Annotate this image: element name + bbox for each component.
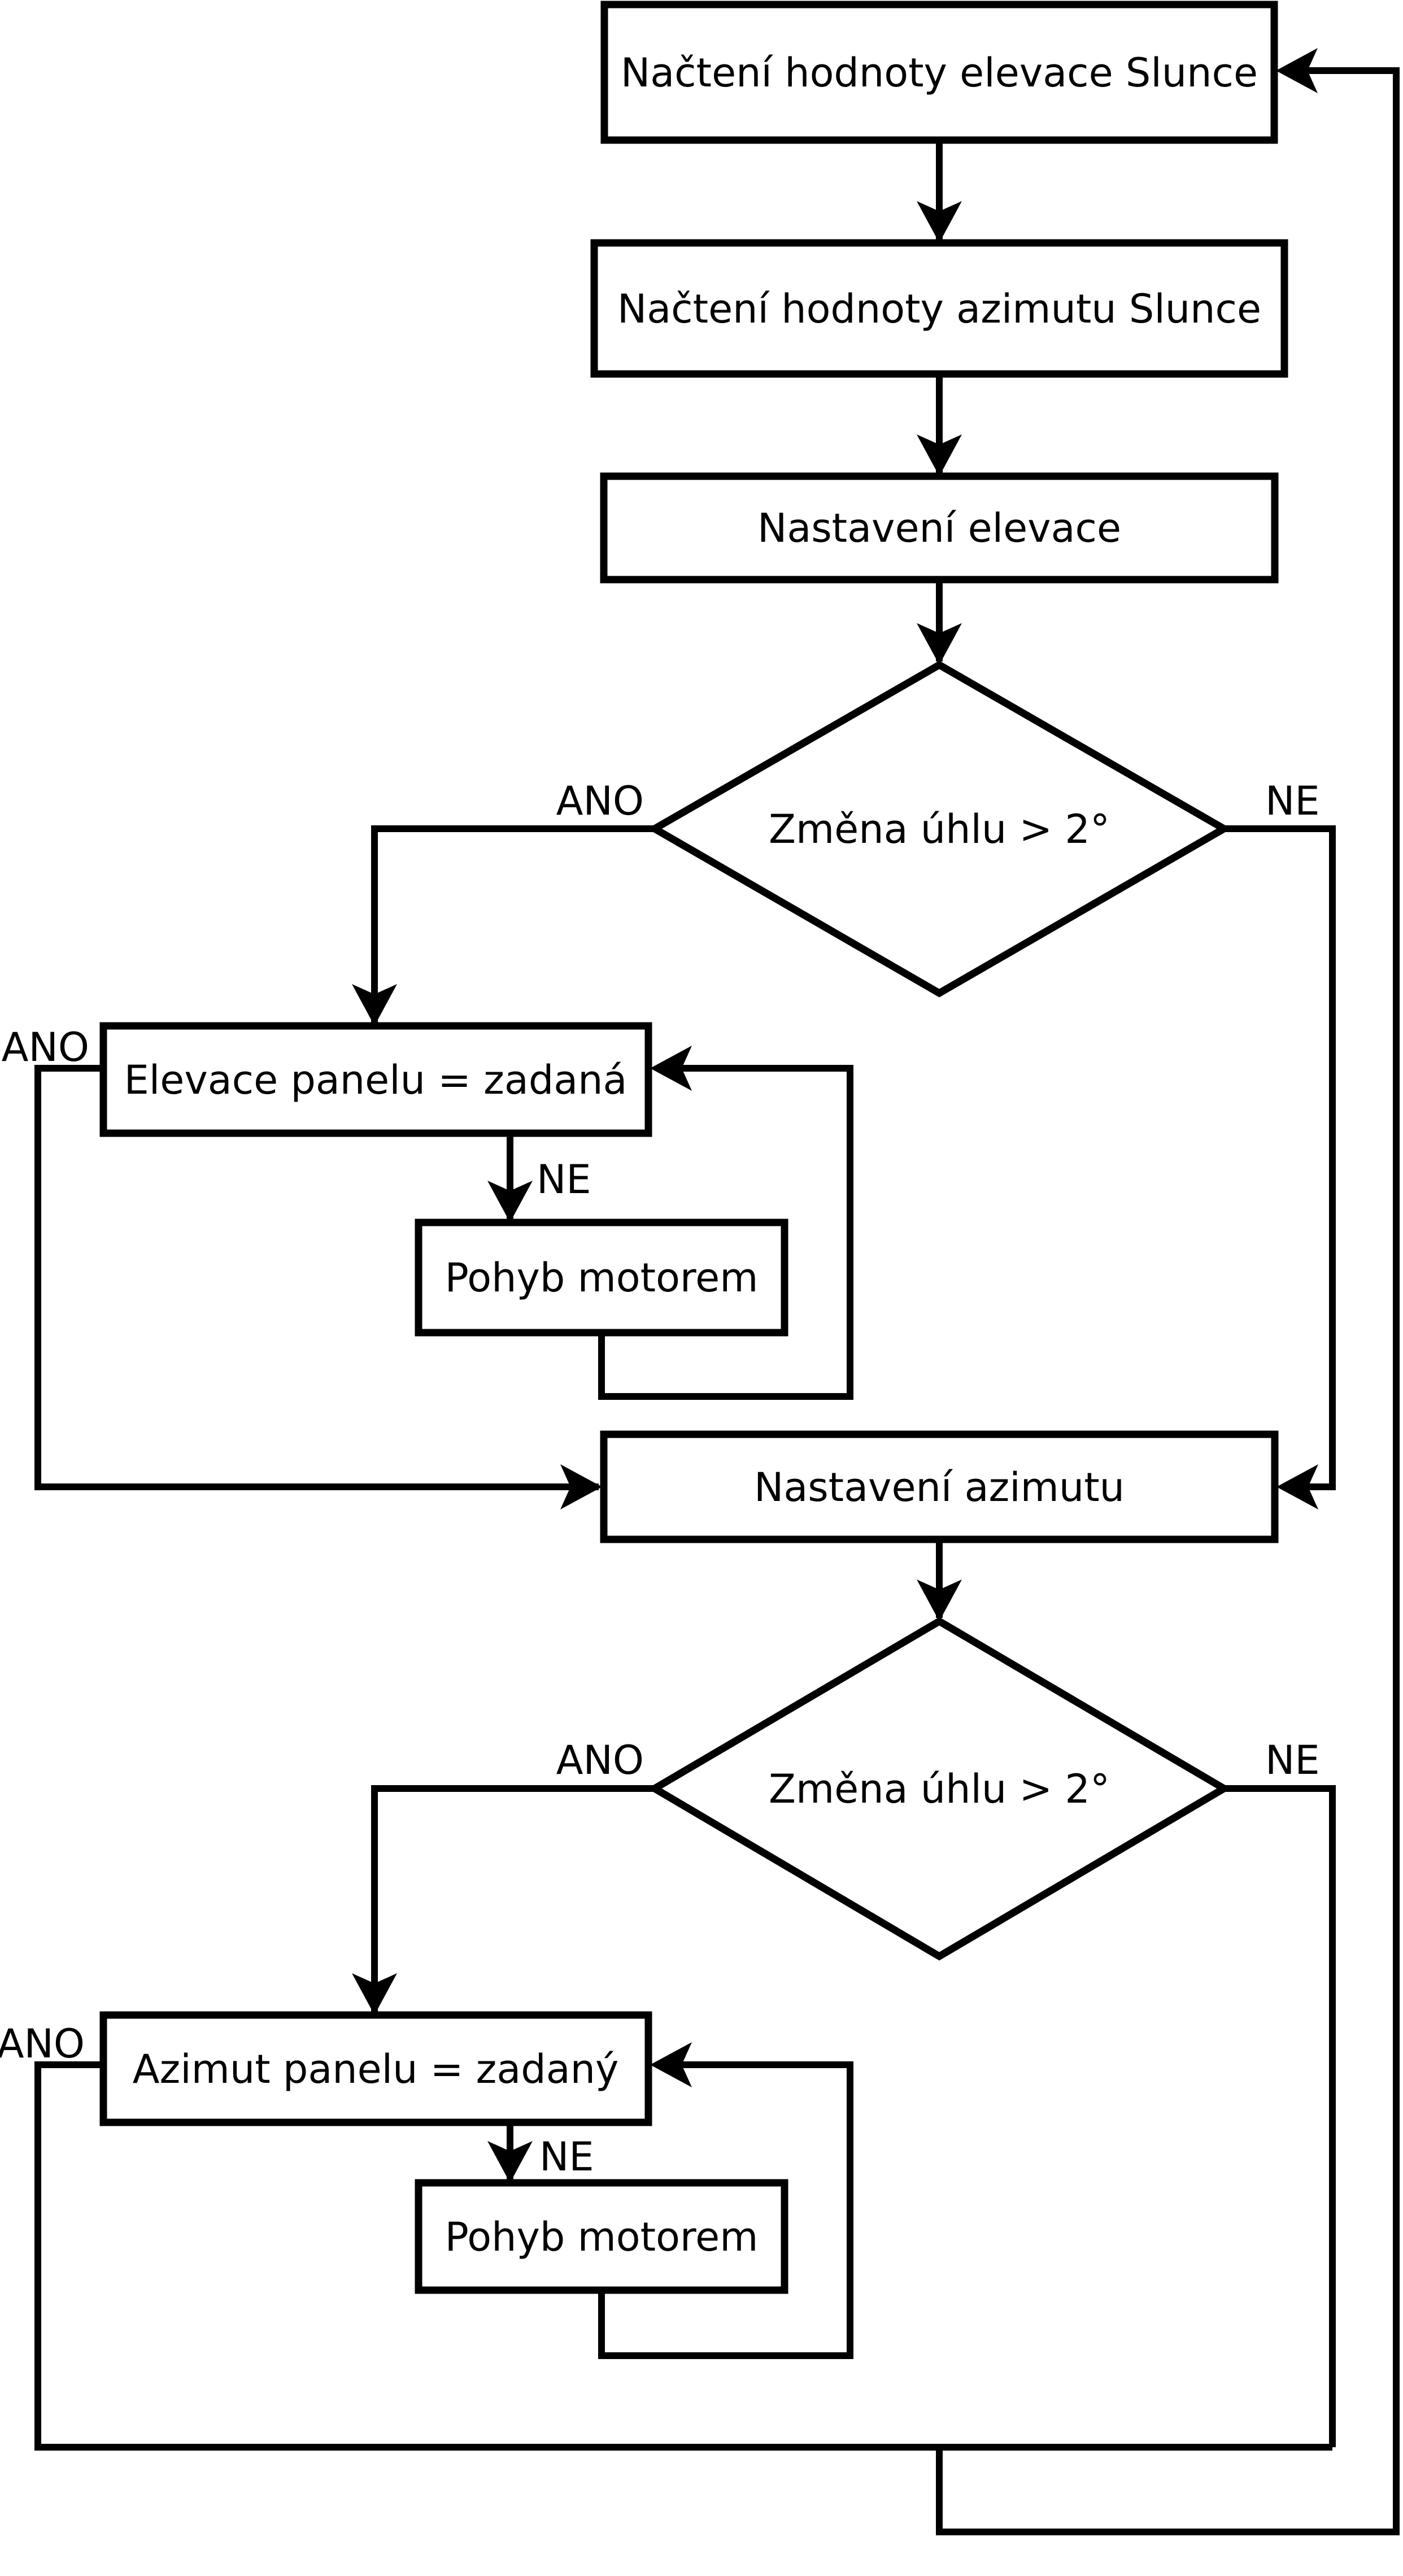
node-azimuth-motor-label: Pohyb motorem — [445, 2214, 759, 2260]
edge-azimuth-check-yes — [371, 1785, 655, 2012]
node-set-azimuth-box — [600, 1430, 1279, 1543]
branch-label-ne: NE — [1265, 1737, 1320, 1783]
node-set-elevation-box — [600, 472, 1279, 584]
arrow-down-icon — [487, 1181, 533, 1222]
node-azimuth-panel-set-box — [99, 2011, 652, 2126]
arrow-left-icon — [650, 1046, 692, 1091]
node-elevation-motor-box — [415, 1219, 788, 1337]
node-elevation-panel-set-box — [99, 1022, 652, 1137]
arrow-down-icon — [487, 2141, 533, 2183]
branch-label-ano: ANO — [556, 778, 644, 824]
node-elevation-motor-label: Pohyb motorem — [445, 1255, 759, 1301]
branch-label-ano: ANO — [2, 1024, 89, 1071]
node-azimuth-change-check-label: Změna úhlu > 2° — [769, 1766, 1110, 1812]
arrow-left-icon — [650, 2042, 692, 2087]
node-set-elevation-label: Nastavení elevace — [757, 505, 1121, 551]
branch-label-ne: NE — [539, 2134, 594, 2180]
edge-elevation-check-ne-to-set-azimuth — [1224, 825, 1336, 1490]
arrow-left-icon — [1276, 1464, 1318, 1509]
edge-main-feedback-loop — [936, 67, 1400, 2535]
edge-azimuth-panel-ano-bottom — [34, 2061, 1332, 2451]
arrow-down-icon — [917, 1579, 962, 1621]
node-elevation-panel-set-label: Elevace panelu = zadaná — [124, 1057, 628, 1103]
edge-azimuth-check-ne-down — [1224, 1785, 1336, 2447]
node-set-azimuth-label: Nastavení azimutu — [754, 1464, 1125, 1511]
arrow-left-icon — [1276, 48, 1318, 93]
node-azimuth-change-check-diamond — [647, 1617, 1231, 1961]
branch-label-ano: ANO — [556, 1737, 644, 1783]
edge-elevation-panel-ano-to-set-azimuth — [34, 1065, 599, 1490]
branch-label-ano: ANO — [0, 2021, 85, 2067]
arrow-right-icon — [560, 1464, 602, 1509]
node-load-elevation-label: Načtení hodnoty elevace Slunce — [621, 50, 1258, 96]
arrow-down-icon — [352, 1973, 397, 2015]
node-azimuth-panel-set-label: Azimut panelu = zadaný — [133, 2046, 619, 2092]
node-azimuth-motor-box — [415, 2179, 788, 2294]
branch-label-ne: NE — [537, 1156, 591, 1203]
branch-label-ne: NE — [1265, 778, 1320, 824]
node-load-azimuth-box — [590, 239, 1288, 378]
arrow-down-icon — [917, 201, 962, 243]
arrow-down-icon — [917, 623, 962, 665]
edge-elevation-check-yes — [371, 825, 655, 1022]
node-elevation-change-check-diamond — [647, 660, 1232, 998]
node-load-azimuth-label: Načtení hodnoty azimutu Slunce — [617, 286, 1261, 332]
node-elevation-change-check-label: Změna úhlu > 2° — [769, 806, 1110, 852]
node-load-elevation-box — [600, 1, 1278, 144]
arrow-down-icon — [917, 434, 962, 476]
edge-azimuth-motor-loop — [598, 2061, 853, 2359]
edge-elevation-motor-loop — [598, 1065, 853, 1400]
arrow-down-icon — [352, 984, 397, 1026]
